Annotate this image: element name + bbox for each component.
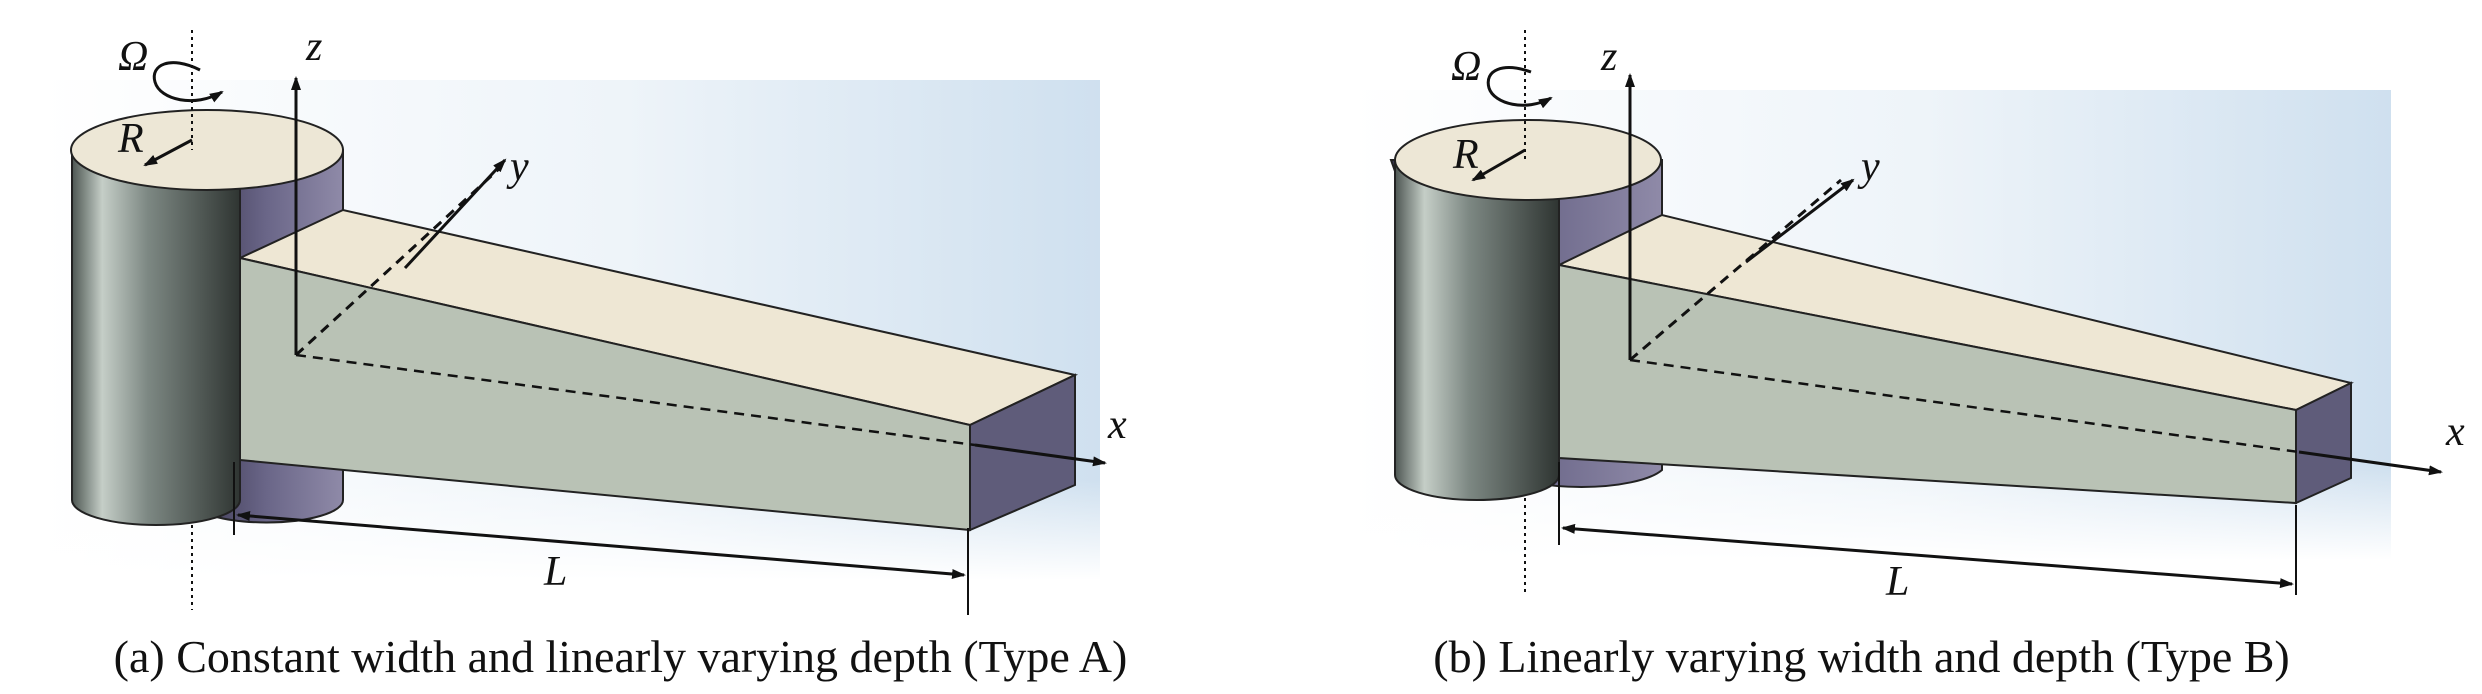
x-axis-label: x xyxy=(2445,409,2465,455)
y-axis xyxy=(403,158,507,270)
y-axis-hidden xyxy=(294,166,502,357)
omega-label: Ω xyxy=(118,34,148,80)
hub-cylinder xyxy=(1394,159,1560,501)
length-label: L xyxy=(543,549,567,595)
y-axis-label: y xyxy=(506,144,529,190)
rotation-arrow xyxy=(1486,66,1553,109)
radius-arrow xyxy=(143,138,193,167)
x-axis-hidden xyxy=(295,353,976,447)
omega-label: Ω xyxy=(1451,44,1481,90)
x-axis xyxy=(974,443,1107,467)
x-axis-label: x xyxy=(1107,402,1127,448)
y-axis-label: y xyxy=(1857,144,1880,190)
beam-end-face xyxy=(2295,381,2352,505)
panel-type-a: Ω R z y x L (a) Constant width and linea… xyxy=(40,24,1128,682)
length-dimension-arrow xyxy=(236,511,966,579)
length-dimension-arrow xyxy=(1561,523,2294,589)
hub-cylinder xyxy=(71,149,241,526)
radius-arrow xyxy=(1471,148,1526,182)
z-axis-label: z xyxy=(305,24,322,70)
hub-top-face xyxy=(70,109,344,191)
diagram-type-a: Ω R z y x L xyxy=(40,24,1127,615)
x-axis-hidden xyxy=(1629,358,2300,454)
y-axis xyxy=(1745,178,1855,264)
radius-label: R xyxy=(117,116,144,162)
y-axis-hidden xyxy=(1629,178,1842,362)
caption-type-a: (a) Constant width and linearly varying … xyxy=(113,631,1128,682)
caption-type-b: (b) Linearly varying width and depth (Ty… xyxy=(1433,631,2290,682)
rotation-arrow xyxy=(152,61,224,103)
diagram-type-b: Ω R z y x L xyxy=(1351,30,2465,605)
hub-top-face xyxy=(1394,119,1662,201)
radius-label: R xyxy=(1452,132,1479,178)
panel-type-b: Ω R z y x L (b) Linearly varying width a… xyxy=(1241,0,2482,694)
z-axis-label: z xyxy=(1600,34,1617,80)
x-axis xyxy=(2298,450,2443,476)
length-label: L xyxy=(1885,559,1909,605)
